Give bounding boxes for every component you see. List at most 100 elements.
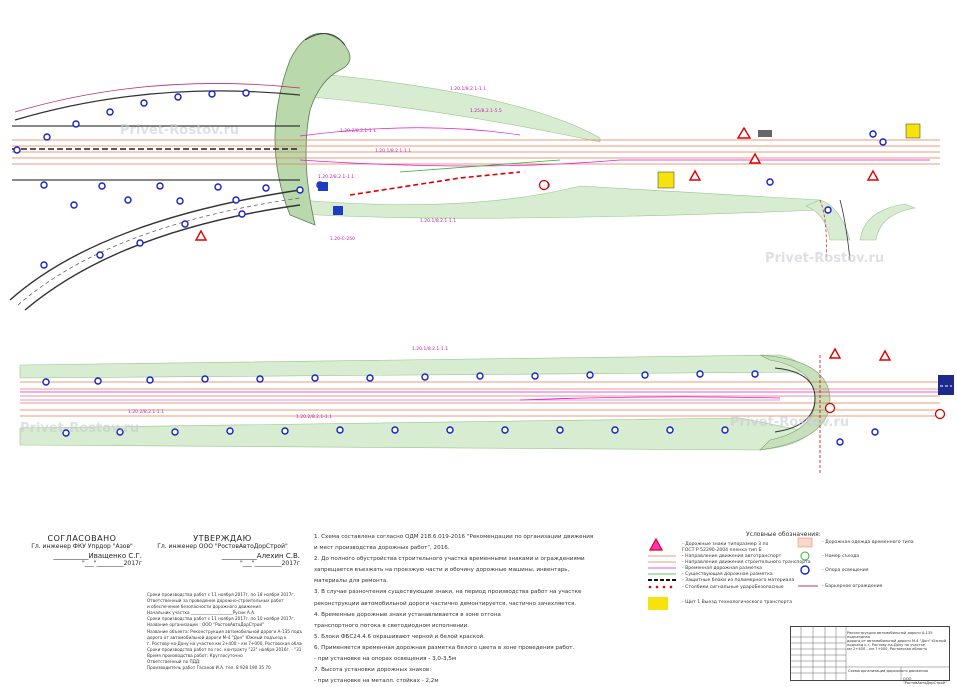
pole [611,426,619,434]
note-line: запрещается въезжать на проезжую части и… [314,567,570,574]
pole [13,146,21,154]
watermark: Privet-Rostov.ru [730,415,849,430]
legend-title: Условные обозначения: [746,531,821,538]
pole [226,427,234,435]
pole [176,197,184,205]
verge-right-ramp [805,199,851,241]
info-line: Сроки производства работ с 11 ноября 201… [147,616,295,622]
legend-item: - Защитные блоки из полимерного материал… [682,578,795,583]
legend-item: - Дорожная одежда временного типа [822,540,914,545]
note-line: реконструкции автомобильной дороги части… [314,600,577,607]
legend-symbols [648,537,818,610]
legend-item: - Временная дорожная разметка [682,566,762,571]
pole [40,261,48,269]
pole [136,239,144,247]
temp-marking-upper [299,159,930,167]
blue-sign-icon [333,206,343,215]
ramp-south-left [9,189,301,301]
note-line: 7. Высота установки дорожных знаков: [314,667,432,674]
stamp-sheet-title: Схема организации дорожного движения [848,669,928,673]
pole [446,426,454,434]
main-road-lower [20,381,940,417]
pole [242,89,250,97]
note-line: - при установке на металл. стойках - 2,2… [314,678,439,685]
info-line: и обеспечение безопасности дорожного дви… [147,604,261,610]
info-line: Название объекта: Реконструкция автомоби… [147,628,302,634]
pole [501,426,509,434]
approval-block: СОГЛАСОВАНО Гл. инженер ФКУ Упрдор "Азов… [22,534,142,567]
note-line: 4. Временные дорожные знаки устанавливае… [314,611,501,618]
note-line: 3. В случае разночтения существующие зна… [314,589,582,596]
info-line: Время производства работ: Круглосуточно [147,652,243,658]
sign-label: 1.20.1/8.2.1-1.1 [420,218,456,224]
sign-label: 1.20.1/8.2.1-1.1 [412,346,448,352]
sign-label: 1.20.2/8.2.1-1.1 [296,414,332,420]
pole [531,372,539,380]
pole [72,120,80,128]
note-line: 2. До полного обустройства строительного… [314,556,585,563]
pole [214,183,222,191]
info-line: дорога от автомобильной дороги М-4 "Дон"… [147,634,287,640]
warning-sign-icon [648,537,664,551]
project-info: Сроки производства работ с 11 ноября 201… [147,592,302,671]
pole [256,375,264,383]
legend-item: - Столбики сигнальные удароБезопасные [682,585,784,590]
pole [869,130,877,138]
legend-item: - Номер съезда [822,554,860,559]
info-line: Начальник участка ____________________Ру… [147,610,256,616]
info-line: Производитель работ Гасанов И.А. тел. 8 … [147,665,271,671]
pole [476,372,484,380]
pole [70,201,78,209]
pole [296,186,304,194]
warning-sign-icon [866,169,880,181]
stamp-line: км 2+400 – км 7+000, Ростовская область [847,647,928,651]
road-plan-drawing: 1.20.1/8.2.1-1.1 1.25/8.2.1-5.5 1.20.2/8… [9,32,954,475]
pole [43,133,51,141]
pole [40,181,48,189]
pole [156,182,164,190]
pole [174,93,182,101]
pole [391,426,399,434]
pole [124,196,132,204]
approval-name: __________Иващенко С.Г. [53,552,142,560]
watermark: Privet-Rostov.ru [765,251,884,266]
uturn-road [774,367,816,433]
yellow-shield-2 [905,123,921,139]
pole [201,375,209,383]
info-line: Ответственный по ПДД: [147,659,201,665]
warning-sign-icon [194,229,208,241]
pole [171,428,179,436]
info-line: Ответственный за проведение дорожно-стро… [147,598,284,604]
prohibit-sign-icon [934,408,946,420]
warning-sign-icon [688,169,702,181]
sign-label: 1.20.1/8.2.1-1.1 [375,148,411,154]
watermark: Privet-Rostov.ru [20,421,139,436]
legend-item: - Опора освещения [822,568,869,573]
round-signs [538,179,946,420]
sign-label: 1.20.2/8.2.1-1.1 [128,409,164,415]
pole [421,373,429,381]
pole [751,370,759,378]
info-line: Название организации : ООО "РостовАвтоДо… [147,622,265,628]
pole [641,371,649,379]
pole [62,429,70,437]
warning-sign-icon [748,152,762,164]
legend-item: - Направление движения строительного тра… [682,560,811,565]
note-line: 1. Схема составлена согласно ОДМ 218.6.0… [314,534,594,540]
pole [871,428,879,436]
confirm-heading: УТВЕРЖДАЮ [193,534,252,543]
warning-sign-icon [878,349,892,361]
legend-item: ГОСТ Р 52290-2004 пленка тип Б [682,548,762,553]
legend-item: - Дорожные знаки типоразмер 3 по [682,542,769,547]
ramp-north-left [14,90,301,121]
pole [262,184,270,192]
pole [96,251,104,259]
verge-upper-south [299,185,821,219]
confirm-date: "___"_________2017г [240,560,300,567]
warning-sign-icon [828,347,842,359]
confirm-title: Гл. инженер ООО "РостовАвтоДорСтрой" [157,543,288,550]
sign-label: 1.25/8.2.1-5.5 [470,108,502,114]
note-line: - при установке на опорах освещения - 3,… [314,656,457,663]
pole [766,178,774,186]
legend: Условные обозначения: - Дорожные знаки т… [646,531,951,626]
